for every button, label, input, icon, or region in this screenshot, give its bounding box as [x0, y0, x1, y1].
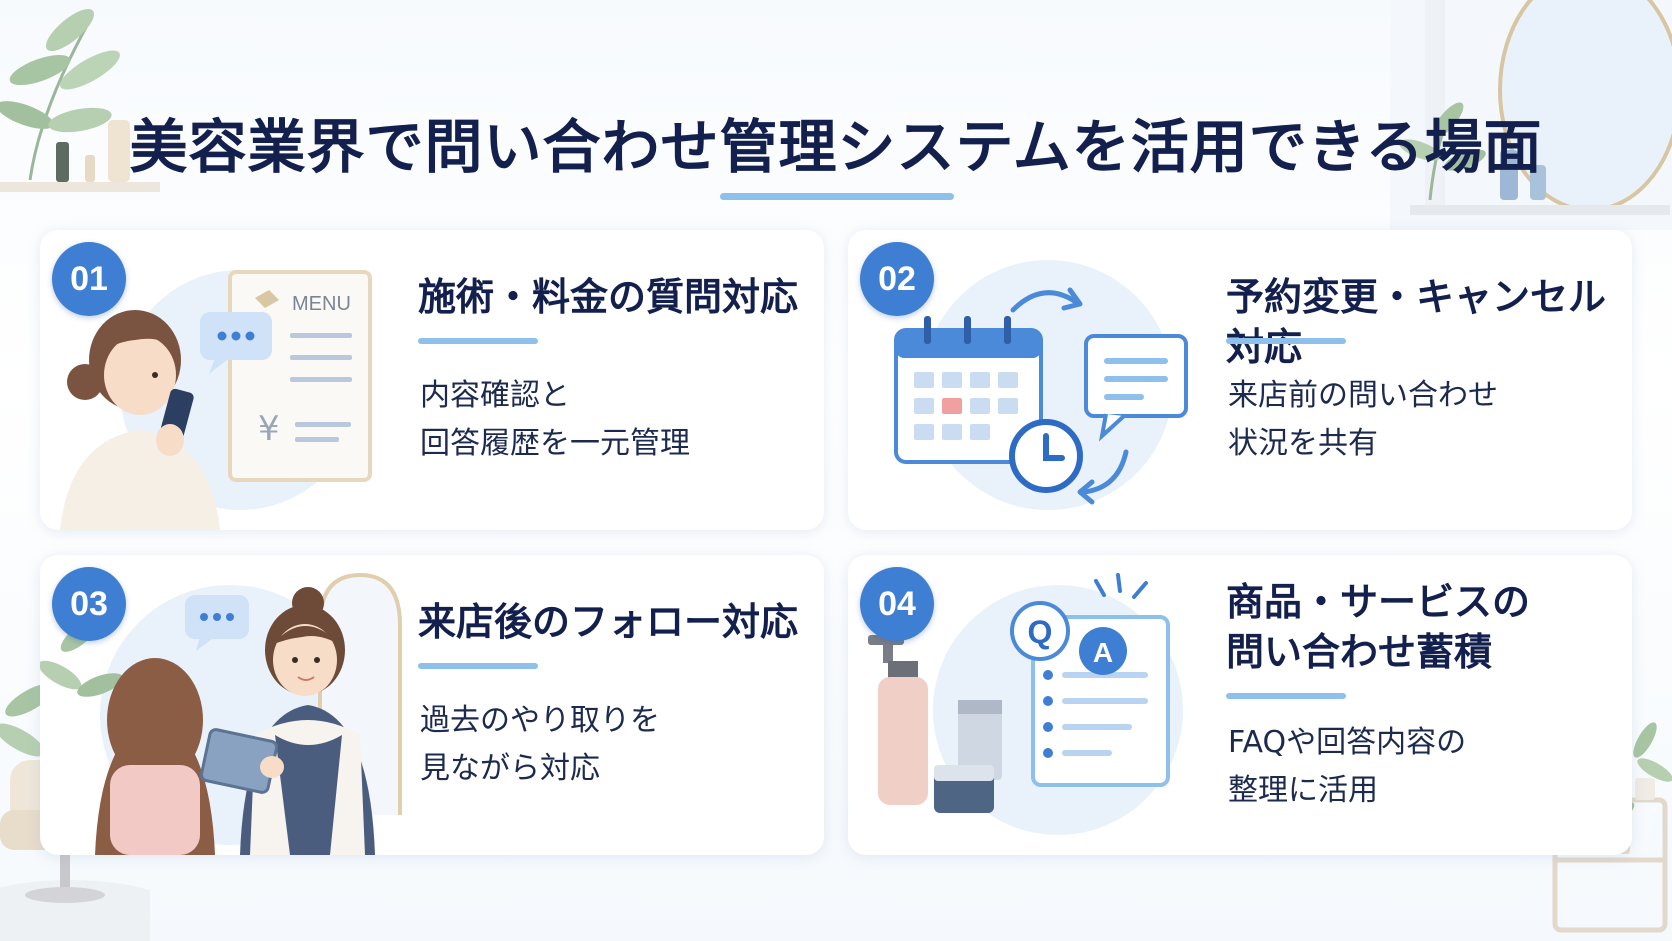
page-title: 美容業界で問い合わせ管理システムを活用できる場面 — [129, 113, 1543, 181]
card-description: FAQや回答内容の 整理に活用 — [1228, 725, 1467, 808]
number-badge: 02 — [860, 242, 934, 316]
card-title: 予約変更・キャンセル対応 — [1226, 275, 1607, 369]
svg-text:Q: Q — [1028, 614, 1053, 650]
card-description: 来店前の問い合わせ 状況を共有 — [1228, 378, 1498, 461]
faq-document-icon — [1031, 615, 1170, 787]
yen-icon: ¥ — [258, 409, 280, 449]
card-title: 来店後のフォロー対応 — [418, 600, 799, 644]
question-icon: Q — [1010, 601, 1070, 661]
card-description: 内容確認と 回答履歴を一元管理 — [420, 378, 690, 461]
calendar-reschedule-illustration — [894, 260, 1188, 510]
number-badge: 03 — [52, 567, 126, 641]
leaf-icon — [255, 290, 279, 308]
scene-card-04: Q A 04 商品・サービスの 問い合わせ蓄積 FAQや回答内容の 整理に活用 — [848, 555, 1632, 855]
number-badge: 01 — [52, 242, 126, 316]
cosmetic-products-icon — [868, 635, 1002, 813]
scene-card-02: 02 予約変更・キャンセル対応 来店前の問い合わせ 状況を共有 — [848, 230, 1632, 530]
card-title-underline — [418, 338, 538, 344]
card-title: 施術・料金の質問対応 — [418, 275, 799, 319]
card-title-underline — [418, 663, 538, 669]
customer-avatar — [95, 658, 215, 855]
chat-bubble-icon — [1084, 334, 1188, 442]
sparkle-icon — [1094, 573, 1148, 599]
plant-decoration-top-left — [0, 8, 160, 192]
products-faq-illustration: Q A — [868, 573, 1183, 835]
chat-bubble-icon — [185, 595, 249, 651]
mirror-shelf-decoration-top-right — [1390, 0, 1672, 230]
clock-icon — [1009, 419, 1083, 493]
menu-label: MENU — [292, 293, 351, 315]
scene-card-03: 03 来店後のフォロー対応 過去のやり取りを 見ながら対応 — [40, 555, 824, 855]
card-title: 商品・サービスの 問い合わせ蓄積 — [1226, 580, 1531, 674]
scene-card-01: MENU ¥ 01 施術・料金の質問対応 内容確認と 回答履歴を一元管理 — [40, 230, 824, 530]
chat-bubble-icon — [200, 312, 272, 374]
woman-with-phone-avatar — [60, 310, 220, 530]
customer-menu-illustration: MENU ¥ — [60, 270, 372, 530]
answer-icon: A — [1079, 627, 1127, 675]
card-title-underline — [1226, 338, 1346, 344]
stylist-customer-illustration — [40, 572, 402, 855]
card-description: 過去のやり取りを 見ながら対応 — [420, 703, 660, 786]
arrow-icon — [1010, 290, 1079, 313]
stylist-avatar — [199, 587, 375, 855]
arrow-icon — [1081, 449, 1129, 495]
card-title-underline — [1226, 693, 1346, 699]
title-underline — [720, 193, 954, 200]
number-badge: 04 — [860, 567, 934, 641]
svg-text:A: A — [1093, 637, 1113, 668]
calendar-icon — [894, 316, 1043, 464]
